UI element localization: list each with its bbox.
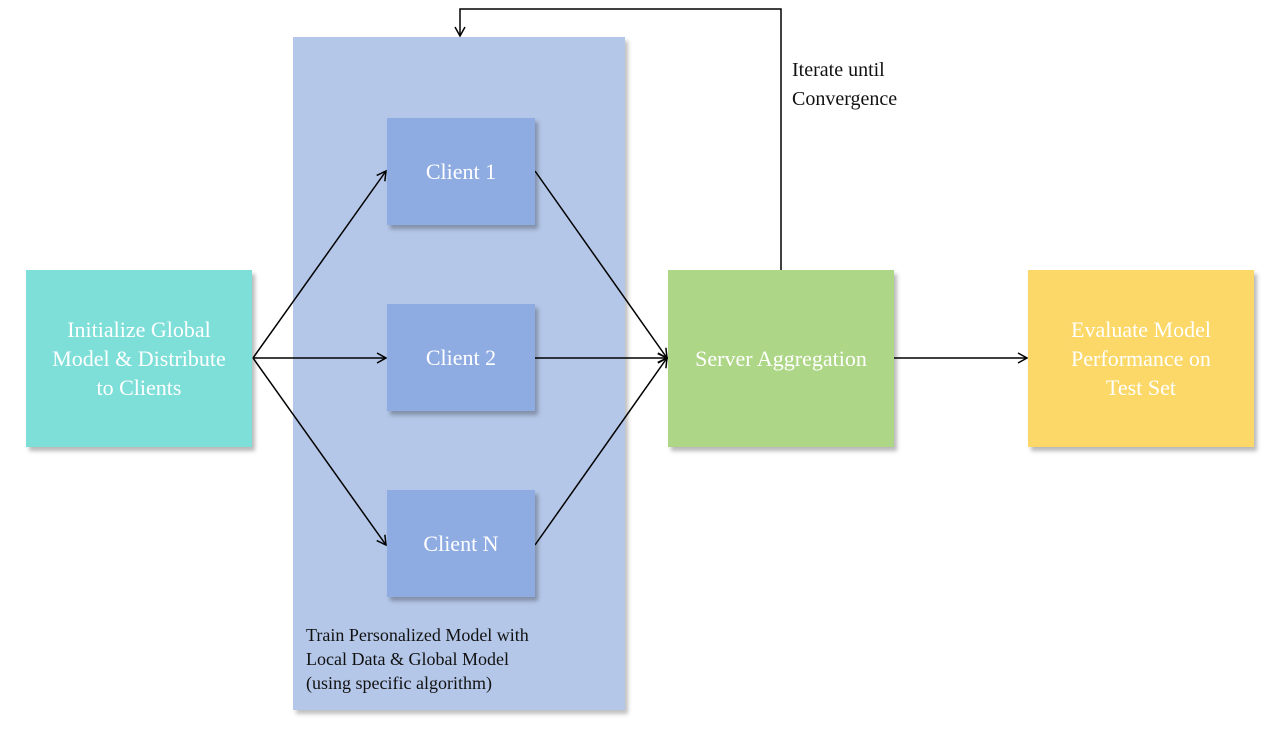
client-2-box: Client 2 [387,304,535,411]
panel-caption: Train Personalized Model with Local Data… [306,625,529,693]
iterate-loop-label: Iterate until Convergence [792,59,898,110]
evaluate-model-box: Evaluate Model Performance on Test Set [1028,270,1254,447]
client-n-box: Client N [387,490,535,597]
initialize-global-model-box: Initialize Global Model & Distribute to … [26,270,252,447]
server-aggregation-box: Server Aggregation [668,270,894,447]
client-1-box: Client 1 [387,118,535,225]
